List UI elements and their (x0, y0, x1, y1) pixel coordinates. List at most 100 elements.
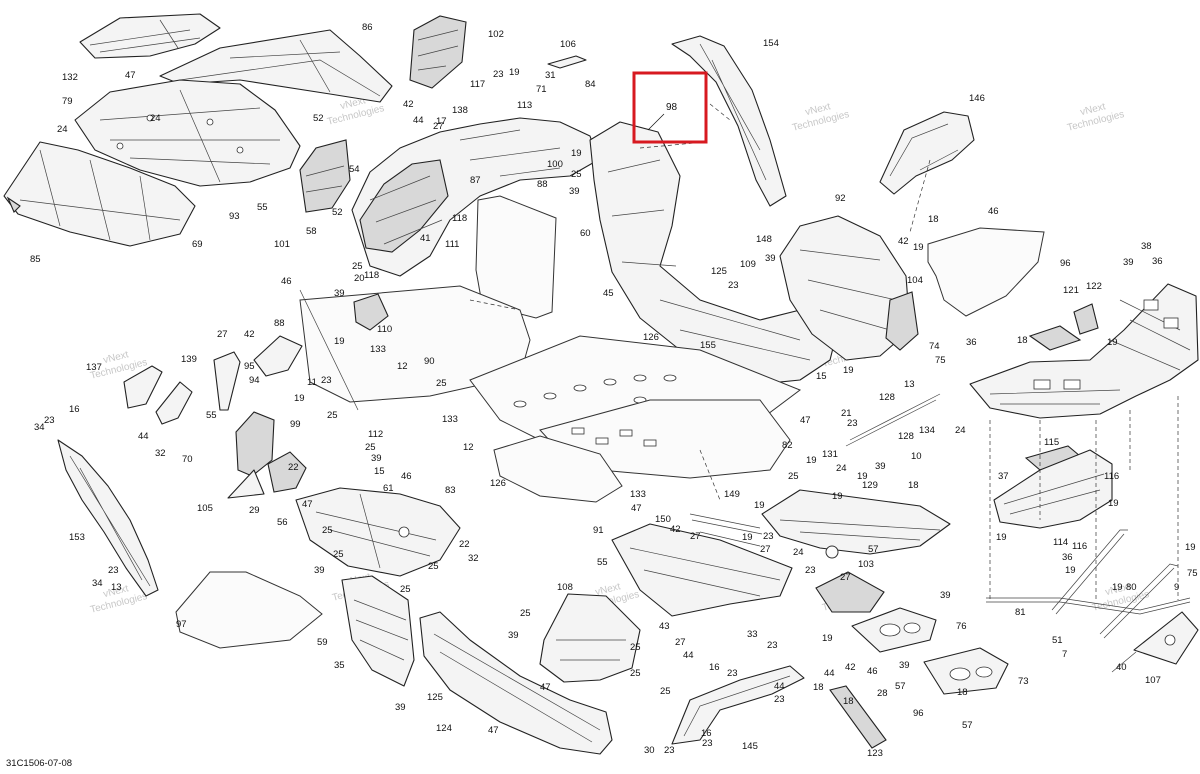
part-93-hood (74, 79, 301, 187)
callout-label: 35 (334, 660, 345, 671)
callout-label: 116 (1072, 541, 1087, 552)
callout-label: 44 (413, 115, 424, 126)
callout-label: 19 (996, 532, 1007, 543)
callout-label: 19 (1065, 565, 1076, 576)
callout-label: 24 (150, 113, 161, 124)
callout-label: 42 (670, 524, 681, 535)
callout-label: 128 (879, 392, 895, 403)
callout-label: 75 (1187, 568, 1198, 579)
part-126-lower-panel (493, 435, 623, 503)
callout-label: 97 (176, 619, 187, 630)
callout-label: 47 (125, 70, 136, 81)
callout-label: 19 (294, 393, 305, 404)
part-139-bracket (155, 381, 193, 425)
callout-label: 73 (1018, 676, 1029, 687)
callout-label: 33 (747, 629, 758, 640)
callout-label: 39 (314, 565, 325, 576)
callout-label: 23 (44, 415, 55, 426)
part-105-deflector (227, 469, 265, 499)
callout-label: 149 (724, 489, 740, 500)
callout-label: 25 (322, 525, 333, 536)
callout-label: 23 (767, 640, 778, 651)
diagram-code: 31C1506-07-08 (6, 758, 72, 769)
callout-label: 47 (540, 682, 551, 693)
callout-label: 27 (433, 121, 444, 132)
callout-label: 99 (290, 419, 301, 430)
callout-label: 19 (509, 67, 520, 78)
callout-label: 23 (728, 280, 739, 291)
callout-label: 88 (537, 179, 548, 190)
callout-label: 117 (470, 79, 485, 90)
callout-label: 58 (306, 226, 317, 237)
callout-label: 57 (962, 720, 973, 731)
part-57-cap (825, 545, 839, 559)
callout-label: 122 (1086, 281, 1102, 292)
callout-label: 44 (774, 681, 785, 692)
callout-label: 107 (1145, 675, 1161, 686)
callout-label: 13 (111, 582, 122, 593)
callout-label: 19 (913, 242, 924, 253)
callout-label: 87 (470, 175, 481, 186)
part-154-fender (671, 35, 787, 207)
callout-label: 39 (899, 660, 910, 671)
callout-label: 32 (468, 553, 479, 564)
callout-label: 91 (593, 525, 604, 536)
callout-label: 27 (675, 637, 686, 648)
callout-label: 39 (334, 288, 345, 299)
part-103-bracket (815, 571, 885, 613)
part-104-lamp (885, 291, 919, 351)
callout-label: 47 (800, 415, 811, 426)
callout-label: 19 (1108, 498, 1119, 509)
callout-label: 44 (683, 650, 694, 661)
callout-label: 123 (867, 748, 883, 759)
callout-label: 25 (630, 668, 641, 679)
callout-label: 25 (520, 608, 531, 619)
callout-label: 51 (1052, 635, 1063, 646)
callout-label: 100 (547, 159, 563, 170)
part-97-seat-pad (175, 571, 323, 649)
callout-label: 132 (62, 72, 78, 83)
callout-label: 19 (843, 365, 854, 376)
callout-label: 31 (545, 70, 556, 81)
callout-label: 10 (911, 451, 922, 462)
callout-label: 96 (1060, 258, 1071, 269)
callout-label: 150 (655, 514, 671, 525)
callout-label: 131 (822, 449, 838, 460)
part-108-lower-panel (539, 593, 641, 683)
callout-label: 22 (459, 539, 470, 550)
callout-label: 19 (822, 633, 833, 644)
callout-label: 45 (603, 288, 614, 299)
callout-label: 59 (317, 637, 328, 648)
part-96-trim-upper (927, 227, 1045, 317)
callout-label: 146 (969, 93, 985, 104)
callout-label: 61 (383, 483, 394, 494)
callout-label: 105 (197, 503, 213, 514)
part-88-shield (475, 195, 557, 319)
callout-label: 19 (571, 148, 582, 159)
callout-label: 16 (69, 404, 80, 415)
callout-label: 56 (277, 517, 288, 528)
callout-label: 47 (302, 499, 313, 510)
callout-label: 79 (62, 96, 73, 107)
part-36-rear-rack (969, 283, 1199, 419)
callout-label: 154 (763, 38, 779, 49)
callout-label: 25 (365, 442, 376, 453)
callout-label: 41 (420, 233, 431, 244)
callout-label: 18 (908, 480, 919, 491)
callout-label: 82 (782, 440, 793, 451)
callout-label: 19 (334, 336, 345, 347)
callout-label: 75 (935, 355, 946, 366)
callout-label: 113 (517, 100, 532, 111)
callout-label: 17 (436, 116, 447, 127)
callout-label: 15 (374, 466, 385, 477)
callout-label: 36 (966, 337, 977, 348)
callout-label: 19 (857, 471, 868, 482)
callout-label: 28 (877, 688, 888, 699)
callout-label: 42 (898, 236, 909, 247)
callout-label: 38 (1141, 241, 1152, 252)
callout-label: 19 (1112, 582, 1123, 593)
callout-label: 23 (702, 738, 713, 749)
callout-label: 46 (988, 206, 999, 217)
